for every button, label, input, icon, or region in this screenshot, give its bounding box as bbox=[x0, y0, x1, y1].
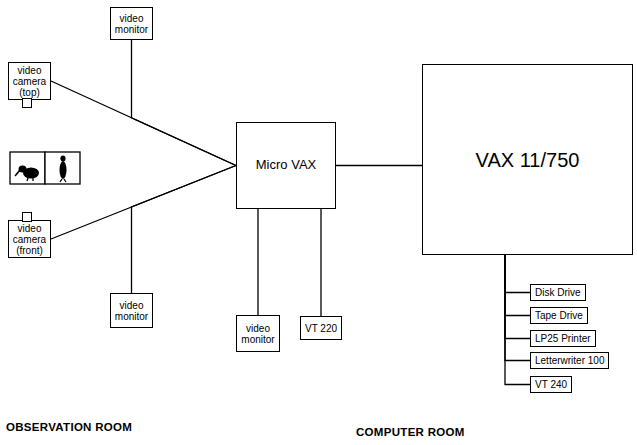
terminal-box: VT 220 bbox=[300, 316, 342, 340]
box-text: Micro VAX bbox=[256, 158, 316, 172]
box-text: video camera (front) bbox=[11, 223, 48, 256]
connector-line bbox=[505, 255, 530, 316]
box-text: Tape Drive bbox=[535, 310, 583, 321]
box-text: video monitor bbox=[239, 323, 277, 345]
box-text: video camera (top) bbox=[11, 65, 48, 98]
monitor-box: video monitor bbox=[110, 7, 153, 40]
box-text: VT 240 bbox=[535, 379, 567, 390]
connector-line bbox=[320, 209, 321, 316]
connector-line bbox=[505, 255, 530, 339]
camera-lens bbox=[22, 98, 32, 108]
connector-line bbox=[505, 255, 530, 385]
box-text: Letterwriter 100 bbox=[535, 355, 604, 366]
connector-line bbox=[336, 165, 422, 166]
peripheral-box: Disk Drive bbox=[530, 284, 586, 301]
peripheral-box: LP25 Printer bbox=[530, 330, 596, 347]
standing-animal bbox=[60, 156, 67, 183]
connector-line bbox=[132, 40, 237, 166]
camera-box: video camera (front) bbox=[8, 220, 51, 258]
crouching-animal bbox=[15, 166, 39, 182]
connector-line bbox=[505, 255, 530, 361]
box-text: Disk Drive bbox=[535, 287, 581, 298]
box-text: video monitor bbox=[113, 300, 150, 322]
monitor-box: video monitor bbox=[236, 315, 280, 352]
box-text: VAX 11/750 bbox=[476, 149, 580, 171]
monitor-box: video monitor bbox=[110, 293, 153, 328]
connector-line bbox=[132, 166, 237, 294]
camera-lens bbox=[22, 212, 32, 222]
computer-box: Micro VAX bbox=[236, 122, 336, 209]
box-text: LP25 Printer bbox=[535, 333, 591, 344]
room-label: COMPUTER ROOM bbox=[356, 426, 465, 438]
room-label: OBSERVATION ROOM bbox=[6, 421, 132, 433]
box-text: video monitor bbox=[113, 13, 150, 35]
peripheral-box: Letterwriter 100 bbox=[530, 352, 609, 369]
computer-box: VAX 11/750 bbox=[422, 64, 633, 255]
connector-line bbox=[505, 255, 530, 293]
left-panel bbox=[10, 152, 45, 184]
connector-line bbox=[257, 209, 258, 315]
camera-box: video camera (top) bbox=[8, 62, 51, 100]
terminal-box: VT 240 bbox=[530, 376, 572, 393]
peripheral-box: Tape Drive bbox=[530, 307, 588, 324]
box-text: VT 220 bbox=[305, 323, 337, 334]
right-panel bbox=[45, 152, 80, 184]
